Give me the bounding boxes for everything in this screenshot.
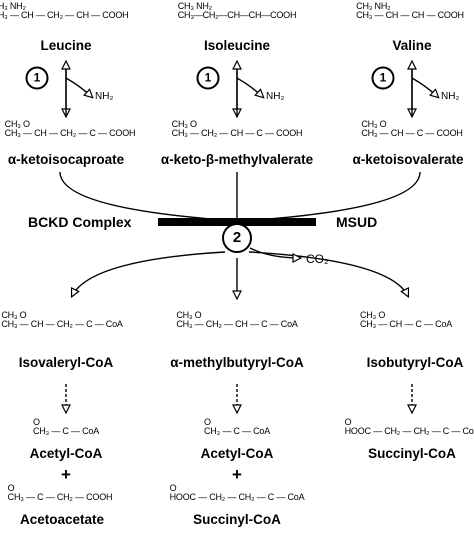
diverging-arrows (72, 247, 408, 298)
ketoisovalerate-label: α-ketoisovalerate (352, 152, 464, 167)
isobutyryl-coa-label: Isobutyryl-CoA (366, 355, 464, 370)
valine-label: Valine (392, 38, 432, 53)
isovaleryl-coa-label: Isovaleryl-CoA (18, 355, 114, 370)
co2-label: CO₂ (306, 252, 329, 266)
ketoisocaproate-label: α-ketoisocaproate (7, 152, 125, 167)
center-plus-sign: + (232, 465, 242, 484)
bckd-complex-label: BCKD Complex (28, 214, 132, 230)
step1-circle-left: 1 (25, 66, 49, 90)
left-acetyl-coa-label: Acetyl-CoA (29, 446, 103, 461)
msud-label: MSUD (336, 214, 378, 230)
transamination-arrows (66, 62, 438, 116)
dashed-arrows (66, 384, 412, 412)
right-succinyl-coa-label: Succinyl-CoA (368, 446, 456, 461)
nh2-label-left: NH₂ (95, 91, 114, 102)
methylbutyryl-coa-label: α-methylbutyryl-CoA (170, 355, 304, 370)
converging-curves (59, 171, 421, 223)
isoleucine-label: Isoleucine (203, 38, 271, 53)
acetoacetate-label: Acetoacetate (19, 512, 105, 527)
keto-methylvalerate-label: α-keto-β-methylvalerate (160, 152, 314, 167)
leucine-label: Leucine (40, 38, 92, 53)
nh2-label-right: NH₂ (441, 91, 460, 102)
center-succinyl-coa-label: Succinyl-CoA (193, 512, 281, 527)
nh2-label-center: NH₂ (266, 91, 285, 102)
center-acetyl-coa-label: Acetyl-CoA (200, 446, 274, 461)
step1-circle-center: 1 (196, 66, 220, 90)
bckd-bar (158, 218, 316, 226)
left-plus-sign: + (61, 465, 71, 484)
step2-circle: 2 (222, 223, 252, 253)
step1-circle-right: 1 (371, 66, 395, 90)
